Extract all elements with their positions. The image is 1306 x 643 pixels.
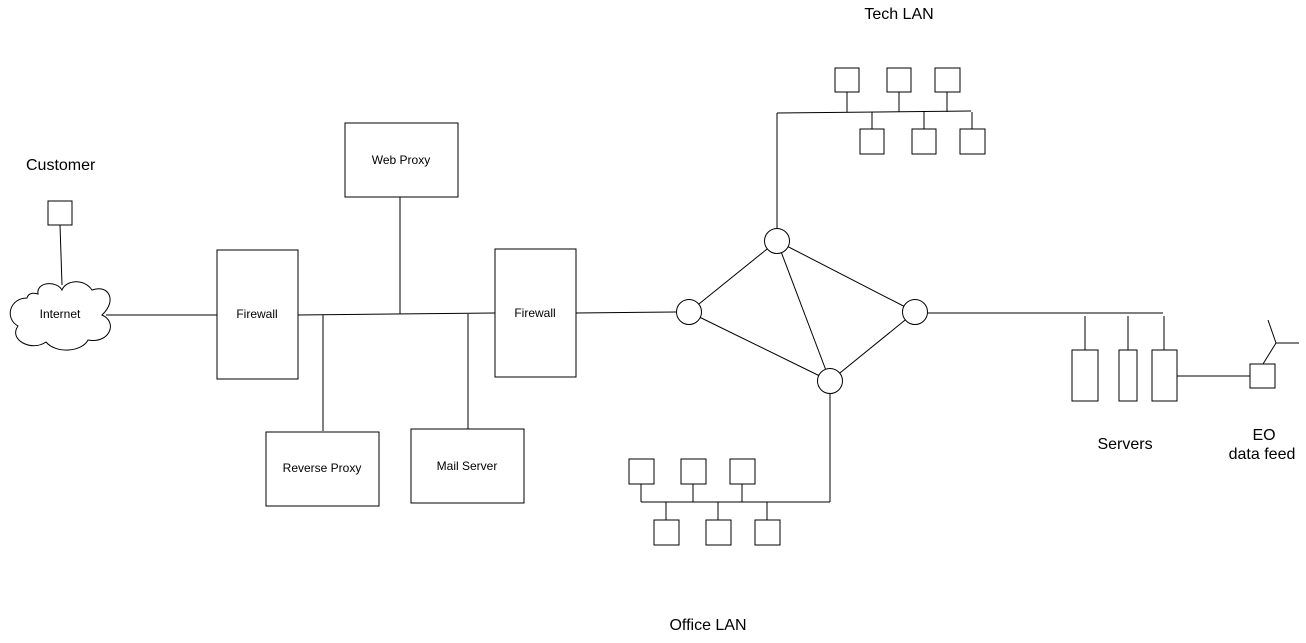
mesh-link-left-bottom — [688, 311, 831, 382]
server-unit — [1118, 349, 1138, 402]
router-node-top — [764, 228, 790, 254]
firewall-inner-box — [494, 248, 577, 378]
customer-label: Customer — [26, 157, 96, 174]
tech-lan-terminal — [859, 128, 885, 155]
office-lan-label: Office LAN — [669, 617, 747, 634]
mesh-link-top-right — [776, 240, 916, 313]
firewall-to-router-link — [575, 311, 677, 314]
servers-label: Servers — [1097, 436, 1153, 453]
router-node-bottom — [817, 368, 843, 394]
reverse-proxy-label: Reverse Proxy — [282, 461, 362, 475]
internet-cloud — [9, 281, 111, 351]
antenna-icon — [1267, 319, 1277, 344]
mesh-link-right-bottom — [829, 311, 916, 382]
customer-to-internet-link — [59, 224, 63, 286]
firewall-outer-label: Firewall — [236, 307, 278, 321]
firewall-inner-label: Firewall — [514, 306, 556, 320]
eo-label-line2: data feed — [1228, 446, 1296, 463]
tech-lan-terminal — [959, 128, 986, 155]
eo-feed-receiver — [1249, 363, 1276, 389]
office-lan-terminal — [729, 458, 756, 485]
firewall-outer-box — [216, 249, 299, 380]
web-proxy-box — [344, 122, 459, 198]
mesh-link-left-top — [688, 240, 778, 313]
server-unit — [1151, 349, 1178, 402]
office-lan-terminal — [705, 519, 732, 546]
reverse-proxy-box — [265, 431, 380, 507]
web-proxy-label: Web Proxy — [371, 153, 431, 167]
office-lan-terminal — [628, 458, 655, 485]
mail-server-label: Mail Server — [436, 459, 498, 473]
router-node-right — [902, 299, 928, 325]
office-lan-terminal — [653, 519, 680, 546]
tech-lan-terminal — [911, 128, 937, 155]
office-lan-terminal — [680, 458, 707, 485]
eo-label-line1: EO — [1252, 427, 1276, 444]
mesh-link-top-bottom — [776, 240, 831, 382]
internet-label: Internet — [39, 307, 81, 321]
tech-lan-bus — [776, 110, 972, 114]
server-unit — [1071, 349, 1099, 402]
tech-lan-terminal — [834, 67, 860, 93]
tech-lan-label: Tech LAN — [864, 6, 934, 23]
tech-lan-terminal — [886, 67, 912, 93]
office-lan-terminal — [754, 519, 781, 546]
dmz-bus — [297, 312, 496, 316]
router-node-left — [676, 299, 702, 325]
antenna-icon — [1262, 342, 1277, 365]
customer-terminal — [47, 200, 73, 226]
tech-lan-terminal — [934, 67, 961, 93]
mail-server-box — [410, 428, 525, 504]
